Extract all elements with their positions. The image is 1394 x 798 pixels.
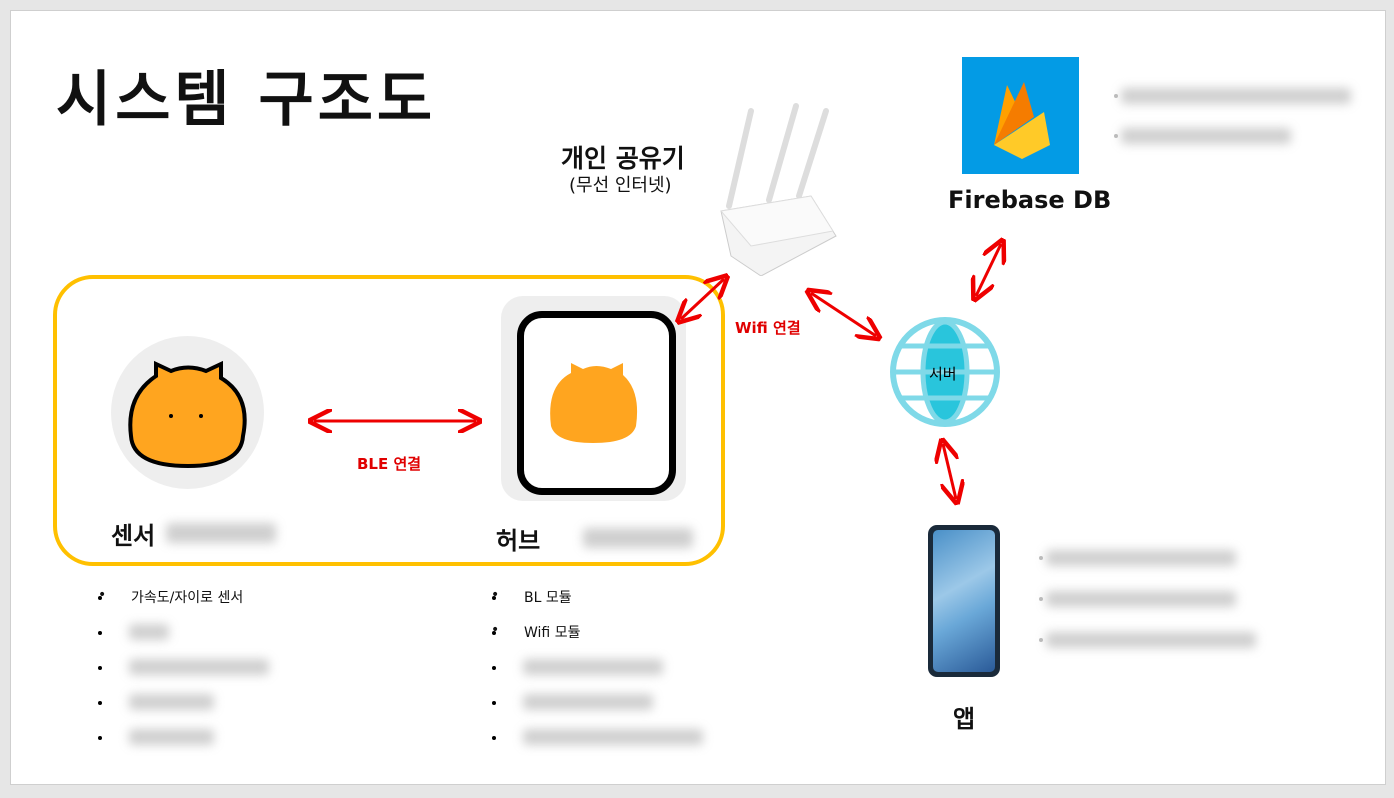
firebase-logo: [962, 57, 1079, 174]
sensor-device-icon: [111, 336, 264, 489]
slide: 시스템 구조도 개인 공유기 (무선 인터넷) Firebase DB 센서 허…: [10, 10, 1386, 785]
hub-feature: Wifi 모듈: [491, 622, 581, 642]
hub-device-icon: [501, 296, 686, 501]
app-phone-icon: [928, 525, 1000, 677]
device-group-box: [53, 275, 725, 566]
bullet-markers: [98, 94, 1118, 740]
hub-router-arrow: [681, 279, 724, 319]
sensor-feature: 가속도/자이로 센서: [98, 587, 243, 607]
firebase-label: Firebase DB: [948, 186, 1112, 214]
server-app-arrow: [943, 444, 956, 499]
server-globe-icon: [890, 317, 1000, 427]
router-title: 개인 공유기: [561, 144, 685, 173]
wifi-connection-label: Wifi 연결: [735, 319, 801, 337]
router-subtitle: (무선 인터넷): [569, 175, 672, 196]
connection-arrows: [11, 11, 1385, 784]
hub-label: 허브: [496, 527, 541, 555]
app-label: 앱: [953, 705, 976, 733]
server-db-arrow: [976, 244, 1001, 296]
ble-connection-label: BLE 연결: [357, 455, 422, 473]
server-label: 서버: [929, 365, 957, 383]
page-title: 시스템 구조도: [56, 65, 437, 135]
router-icon: [720, 103, 837, 276]
router-server-arrow: [811, 293, 876, 336]
sensor-label: 센서: [111, 522, 156, 550]
hub-feature: BL 모듈: [491, 587, 571, 607]
